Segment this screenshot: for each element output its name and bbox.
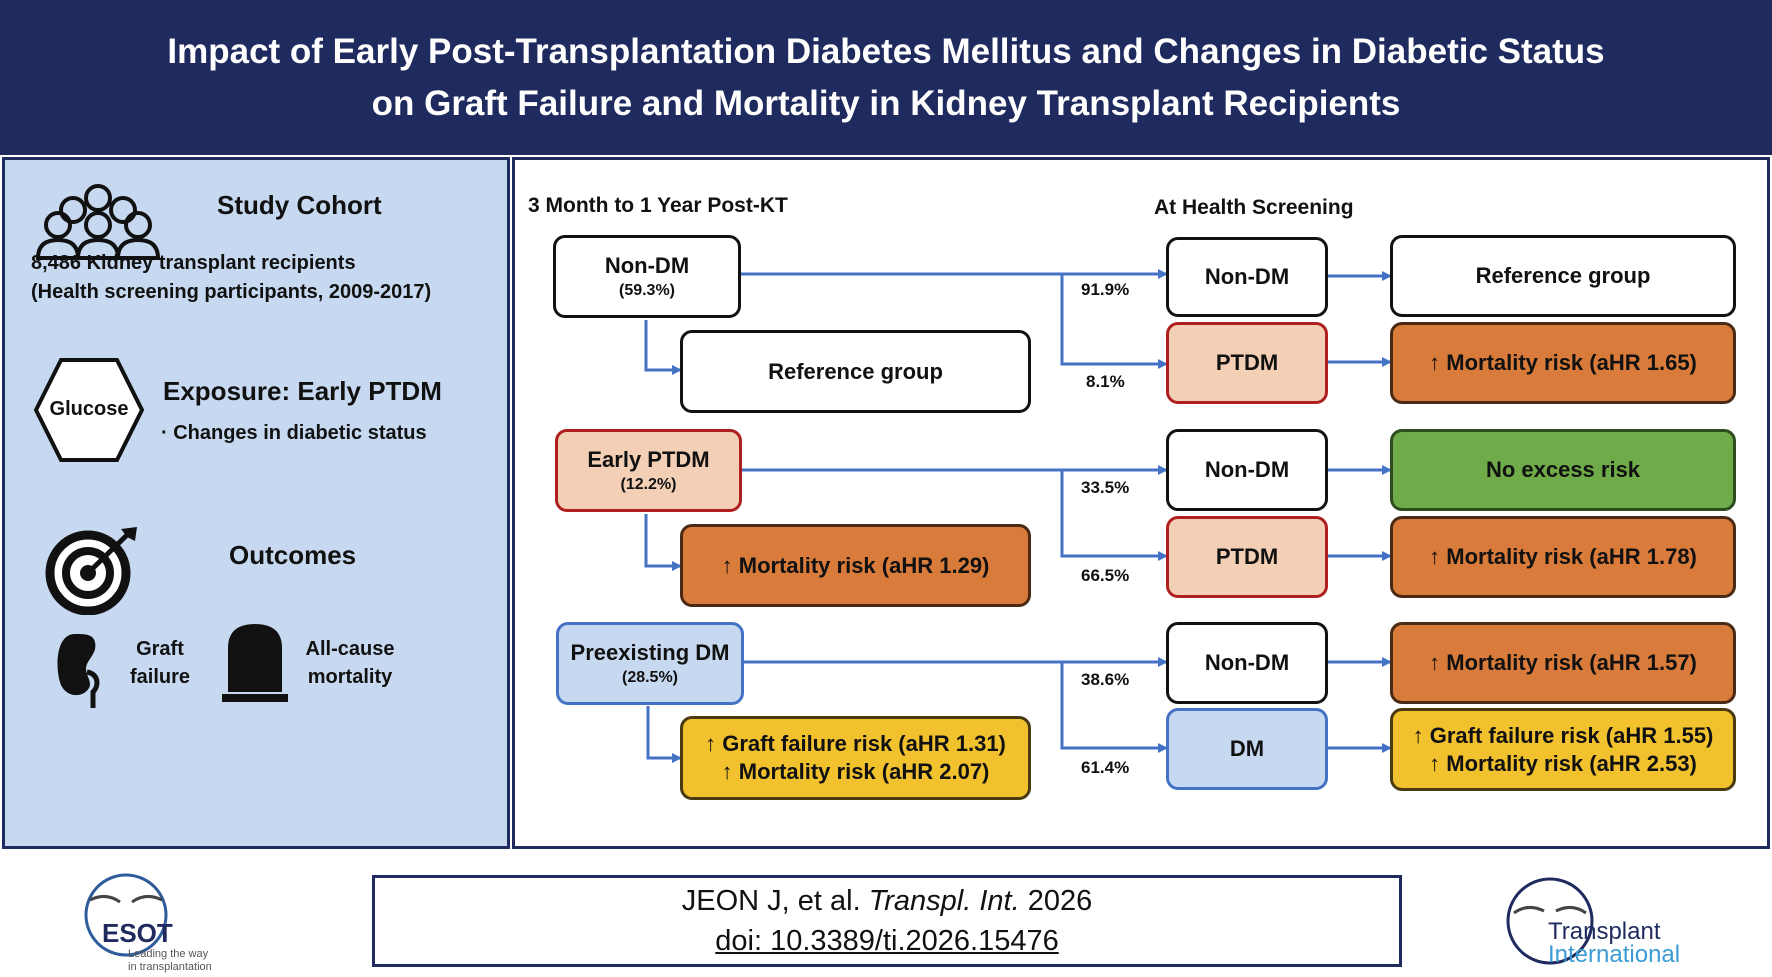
status-box-non-dm: Non-DM	[1166, 622, 1328, 704]
kidney-icon	[57, 634, 100, 708]
outcome-box: No excess risk	[1390, 429, 1736, 511]
status-label: Non-DM	[1204, 457, 1290, 482]
outcome-label: ↑ Mortality risk (aHR 1.78)	[1429, 544, 1697, 569]
status-box-ptdm: PTDM	[1166, 322, 1328, 404]
doi-link[interactable]: doi: 10.3389/ti.2026.15476	[715, 925, 1059, 957]
start-box-preexisting-dm: Preexisting DM (28.5%)	[556, 622, 744, 705]
col2-header: At Health Screening	[1154, 196, 1354, 219]
outcome-label: ↑ Mortality risk (aHR 2.53)	[1429, 750, 1697, 776]
start-label: Early PTDM	[587, 446, 710, 472]
citation-year: 2026	[1019, 885, 1093, 917]
citation-box: JEON J, et al. Transpl. Int. 2026 doi: 1…	[372, 875, 1402, 967]
glucose-label: Glucose	[49, 398, 129, 420]
direct-outcome-label: ↑ Graft failure risk (aHR 1.31)	[705, 731, 1006, 756]
start-label: Preexisting DM	[570, 639, 730, 665]
transition-percent: 61.4%	[1081, 758, 1130, 777]
col1-header: 3 Month to 1 Year Post-KT	[528, 194, 788, 217]
transition-percent: 8.1%	[1086, 372, 1125, 391]
status-box-non-dm: Non-DM	[1166, 429, 1328, 511]
citation-authors: JEON J, et al.	[681, 885, 869, 917]
start-label: Non-DM	[604, 252, 690, 278]
outcomes-title: Outcomes	[229, 540, 357, 570]
status-label: Non-DM	[1204, 264, 1290, 289]
target-icon	[45, 527, 137, 615]
start-box-non-dm: Non-DM (59.3%)	[553, 235, 741, 318]
title-line-1: Impact of Early Post-Transplantation Dia…	[167, 31, 1605, 71]
exposure-subtitle: · Changes in diabetic status	[161, 422, 427, 444]
direct-outcome-box: Reference group	[680, 330, 1031, 413]
start-percent: (28.5%)	[621, 668, 679, 686]
cohort-count: 8,486 Kidney transplant recipients	[31, 252, 356, 274]
outcome-label: ↑ Mortality risk (aHR 1.65)	[1429, 350, 1697, 375]
transition-percent: 33.5%	[1081, 478, 1130, 497]
start-percent: (12.2%)	[620, 475, 677, 493]
direct-outcome-box: ↑ Mortality risk (aHR 1.29)	[680, 524, 1031, 607]
esot-tagline-1: Leading the way	[128, 948, 209, 960]
start-box-early-ptdm: Early PTDM (12.2%)	[555, 429, 742, 512]
cohort-title: Study Cohort	[217, 190, 382, 220]
title-line-2: on Graft Failure and Mortality in Kidney…	[371, 83, 1401, 123]
left-panel: Study Cohort 8,486 Kidney transplant rec…	[2, 157, 510, 849]
cohort-note: (Health screening participants, 2009-201…	[31, 281, 432, 303]
graft-label-2: failure	[129, 666, 191, 688]
status-label: Non-DM	[1204, 650, 1290, 675]
status-box-non-dm: Non-DM	[1166, 237, 1328, 317]
esot-logo-text: ESOT	[102, 918, 173, 948]
hexagon-icon	[33, 358, 145, 462]
citation-journal: Transpl. Int.	[868, 885, 1020, 917]
outcome-box: ↑ Mortality risk (aHR 1.65)	[1390, 322, 1736, 404]
outcome-label: No excess risk	[1485, 457, 1641, 482]
transition-percent: 66.5%	[1081, 566, 1130, 585]
start-percent: (59.3%)	[618, 281, 676, 299]
esot-tagline-2: in transplantation	[128, 961, 212, 973]
exposure-title: Exposure: Early PTDM	[163, 376, 442, 406]
direct-outcome-label: ↑ Mortality risk (aHR 2.07)	[721, 759, 990, 784]
header-banner: Impact of Early Post-Transplantation Dia…	[0, 0, 1772, 155]
transition-percent: 38.6%	[1081, 670, 1130, 689]
outcome-label: ↑ Mortality risk (aHR 1.57)	[1429, 650, 1697, 675]
tombstone-icon	[222, 624, 288, 702]
status-label: PTDM	[1215, 350, 1279, 375]
citation-line: JEON J, et al. Transpl. Int. 2026	[682, 881, 1093, 921]
mortality-label-1: All-cause	[305, 638, 395, 660]
outcome-box: ↑ Mortality risk (aHR 1.78)	[1390, 516, 1736, 598]
status-label: DM	[1229, 736, 1265, 761]
graft-label-1: Graft	[136, 638, 184, 660]
outcome-box: Reference group	[1390, 235, 1736, 317]
status-box-ptdm: PTDM	[1166, 516, 1328, 598]
outcome-label: ↑ Graft failure risk (aHR 1.55)	[1412, 722, 1714, 748]
transplant-international-logo-icon	[1506, 877, 1594, 965]
mortality-label-2: mortality	[307, 666, 393, 688]
status-label: PTDM	[1215, 544, 1279, 569]
esot-logo-icon	[84, 873, 168, 957]
people-group-icon	[35, 184, 161, 260]
status-box-dm: DM	[1166, 708, 1328, 790]
outcome-label: Reference group	[1475, 263, 1651, 288]
outcome-box: ↑ Mortality risk (aHR 1.57)	[1390, 622, 1736, 704]
ti-logo-text-1: Transplant	[1548, 918, 1661, 945]
ti-logo-text-2: International	[1548, 941, 1681, 968]
transition-percent: 91.9%	[1081, 280, 1130, 299]
direct-outcome-label: ↑ Mortality risk (aHR 1.29)	[721, 552, 990, 578]
outcome-box: ↑ Graft failure risk (aHR 1.55) ↑ Mortal…	[1390, 708, 1736, 791]
direct-outcome-box: ↑ Graft failure risk (aHR 1.31) ↑ Mortal…	[680, 716, 1031, 800]
direct-outcome-label: Reference group	[768, 358, 943, 384]
